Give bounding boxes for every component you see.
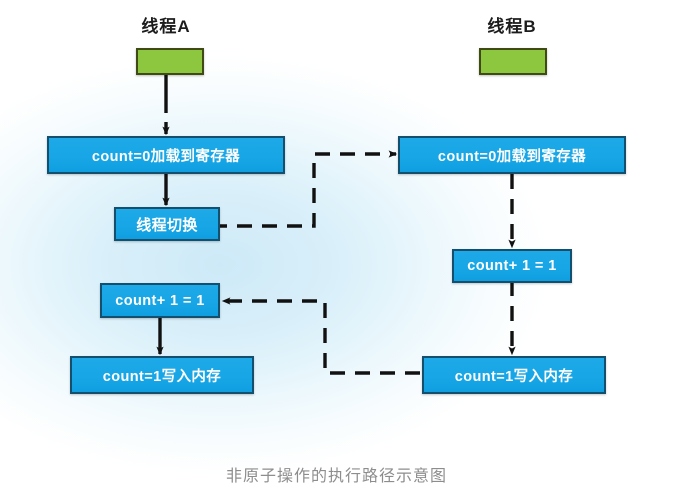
step-b2-increment[interactable]: count+ 1 = 1	[452, 249, 572, 283]
step-a2-label: 线程切换	[136, 216, 198, 234]
thread-a-header-box	[136, 48, 204, 75]
step-a3-increment[interactable]: count+ 1 = 1	[100, 283, 220, 318]
thread-b-label: 线程B	[487, 17, 537, 36]
step-a4-write-memory[interactable]: count=1写入内存	[70, 356, 254, 394]
step-a2-thread-switch[interactable]: 线程切换	[114, 207, 220, 241]
step-b3-write-memory[interactable]: count=1写入内存	[422, 356, 606, 394]
step-b1-load-register[interactable]: count=0加载到寄存器	[398, 136, 626, 174]
step-a1-load-register[interactable]: count=0加载到寄存器	[47, 136, 285, 174]
step-b1-label: count=0加载到寄存器	[437, 148, 587, 165]
step-a3-label: count+ 1 = 1	[115, 292, 205, 309]
thread-a-label: 线程A	[141, 17, 191, 36]
step-a1-label: count=0加载到寄存器	[91, 148, 241, 165]
step-a4-label: count=1写入内存	[102, 368, 222, 385]
step-b2-label: count+ 1 = 1	[467, 258, 557, 274]
step-b3-label: count=1写入内存	[454, 368, 574, 385]
diagram-caption: 非原子操作的执行路径示意图	[225, 468, 447, 485]
thread-b-header-box	[479, 48, 547, 75]
